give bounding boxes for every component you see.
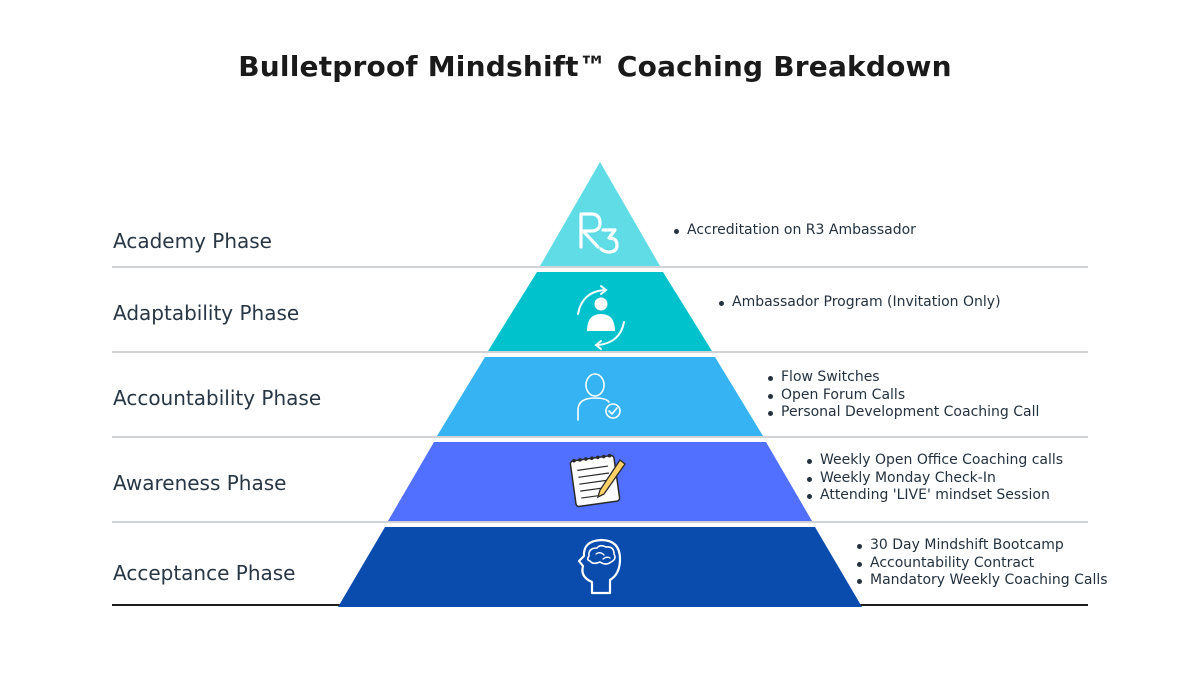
phase-label-acceptance: Acceptance Phase bbox=[113, 561, 296, 585]
list-item: Weekly Monday Check-In bbox=[806, 470, 1063, 488]
pyramid-tier-acceptance bbox=[338, 527, 862, 607]
separator-line bbox=[112, 521, 1088, 523]
brain-head-icon bbox=[577, 538, 622, 595]
separator-line bbox=[112, 266, 1088, 268]
phase-label-academy: Academy Phase bbox=[113, 229, 272, 253]
person-cycle-icon bbox=[577, 285, 625, 350]
accountability-bullets: Flow Switches Open Forum Calls Personal … bbox=[767, 369, 1039, 422]
list-item: Personal Development Coaching Call bbox=[767, 404, 1039, 422]
person-check-icon bbox=[577, 373, 621, 421]
phase-label-awareness: Awareness Phase bbox=[113, 471, 287, 495]
list-item: Open Forum Calls bbox=[767, 387, 1039, 405]
list-item: Weekly Open Office Coaching calls bbox=[806, 452, 1063, 470]
acceptance-bullets: 30 Day Mindshift Bootcamp Accountability… bbox=[856, 537, 1108, 590]
list-item: Accountability Contract bbox=[856, 555, 1108, 573]
phase-label-adaptability: Adaptability Phase bbox=[113, 301, 300, 325]
list-item: Mandatory Weekly Coaching Calls bbox=[856, 572, 1108, 590]
list-item: 30 Day Mindshift Bootcamp bbox=[856, 537, 1108, 555]
separator-line bbox=[112, 351, 1088, 353]
list-item: Attending 'LIVE' mindset Session bbox=[806, 487, 1063, 505]
pyramid-tier-adaptability bbox=[488, 272, 712, 351]
list-item: Accreditation on R3 Ambassador bbox=[673, 222, 916, 240]
pyramid-tier-accountability bbox=[437, 357, 763, 436]
adaptability-bullets: Ambassador Program (Invitation Only) bbox=[718, 294, 1001, 312]
list-item: Ambassador Program (Invitation Only) bbox=[718, 294, 1001, 312]
notepad-pen-icon bbox=[569, 453, 626, 508]
phase-label-accountability: Accountability Phase bbox=[113, 386, 322, 410]
academy-bullets: Accreditation on R3 Ambassador bbox=[673, 222, 916, 240]
separator-line bbox=[112, 436, 1088, 438]
list-item: Flow Switches bbox=[767, 369, 1039, 387]
diagram-title: Bulletproof Mindshift™ Coaching Breakdow… bbox=[238, 50, 952, 83]
pyramid-tier-academy bbox=[540, 162, 660, 266]
awareness-bullets: Weekly Open Office Coaching calls Weekly… bbox=[806, 452, 1063, 505]
r3-logo-icon bbox=[579, 212, 619, 254]
